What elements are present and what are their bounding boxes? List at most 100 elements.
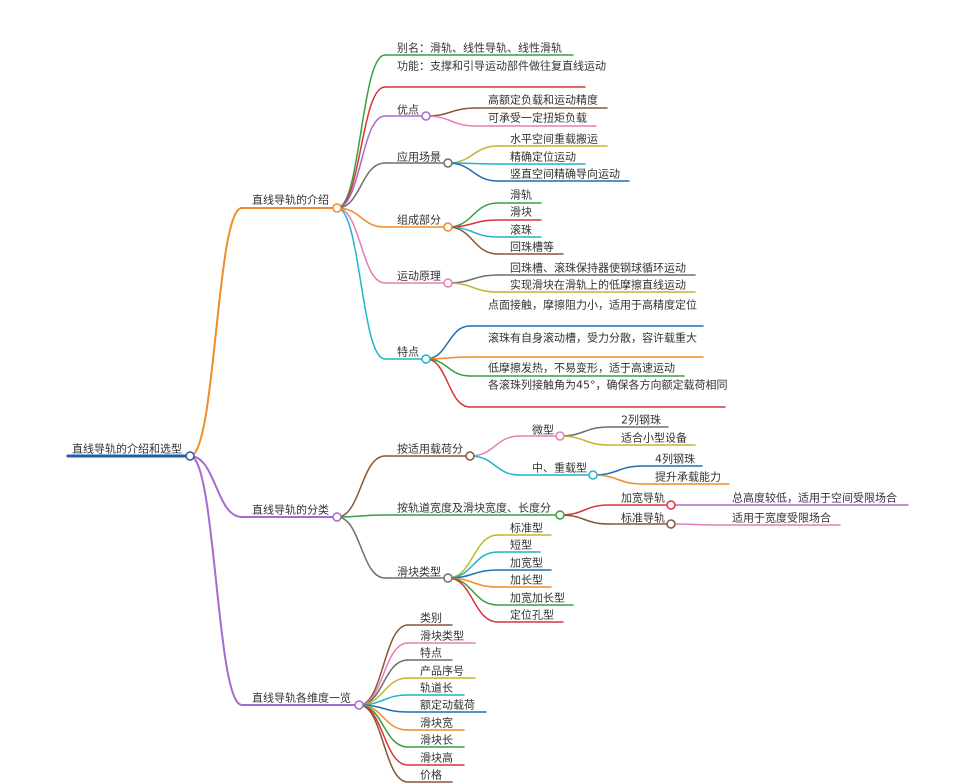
slider-locating-hole-label: 定位孔型: [510, 608, 554, 622]
wide-rail-note-label: 总高度较低，适用于空间受限场合: [732, 491, 897, 505]
class-wide-rail-label: 加宽导轨: [621, 491, 665, 505]
class-medium-heavy-label: 中、重载型: [532, 461, 587, 475]
class-standard-rail-collapse-dot: [666, 519, 676, 529]
component-rail-label: 滑轨: [510, 188, 532, 202]
scenario-horizontal-heavy-handling-connector: [447, 145, 499, 164]
intro-features-connector: [336, 207, 386, 360]
advantage-torque-load-connector: [425, 115, 477, 127]
feature-point-contact-connector: [425, 325, 471, 360]
intro-alias-connector: [336, 54, 386, 209]
intro-components-connector: [336, 207, 386, 228]
class-by-load-collapse-dot: [465, 451, 475, 461]
principle-ball-circulation-connector: [447, 274, 499, 284]
slider-short-label: 短型: [510, 538, 532, 552]
root-topic-label: 直线导轨的介绍和选型: [72, 442, 182, 456]
class-slider-types-label: 滑块类型: [397, 565, 441, 579]
intro-features-label: 特点: [397, 345, 419, 359]
heavy-four-ball-rows-connector: [592, 465, 644, 476]
dim-category-connector: [358, 624, 409, 706]
slider-wide-label: 加宽型: [510, 556, 543, 570]
class-by-width-length-connector: [336, 514, 386, 518]
dim-price-connector: [358, 704, 409, 783]
class-medium-heavy-collapse-dot: [588, 470, 598, 480]
class-by-width-length-label: 按轨道宽度及滑块宽度、长度分: [397, 501, 551, 515]
class-standard-rail-connector: [559, 514, 610, 525]
intro-application-scenarios-label: 应用场景: [397, 150, 441, 164]
class-by-width-length-collapse-dot: [555, 510, 565, 520]
principle-low-friction-motion-label: 实现滑块在滑轨上的低摩擦直线运动: [510, 278, 686, 292]
dim-slider-height-connector: [358, 704, 409, 766]
scenario-horizontal-heavy-handling-label: 水平空间重载搬运: [510, 132, 598, 146]
root-topic-collapse-dot: [185, 451, 195, 461]
branch-dimension-overview-label: 直线导轨各维度一览: [252, 691, 351, 705]
component-ball-return-groove-label: 回珠槽等: [510, 240, 554, 254]
connector-layer: [189, 54, 721, 783]
intro-function-label: 功能：支撑和引导运动部件做往复直线运动: [397, 59, 606, 73]
slider-long-label: 加长型: [510, 573, 543, 587]
dim-slider-length-label: 滑块长: [420, 734, 453, 747]
principle-low-friction-motion-connector: [447, 282, 499, 293]
intro-components-label: 组成部分: [397, 213, 441, 227]
underline-layer: [66, 54, 909, 783]
scenario-vertical-guidance-label: 竖直空间精确导向运动: [510, 167, 620, 181]
collapse-dot-layer: [185, 111, 676, 710]
component-slider-label: 滑块: [510, 206, 532, 219]
scenario-precise-positioning-label: 精确定位运动: [510, 150, 576, 164]
intro-advantages-collapse-dot: [421, 111, 431, 121]
class-miniature-connector: [469, 435, 521, 457]
standard-rail-note-connector: [670, 523, 721, 526]
branch-classification-connector: [189, 455, 243, 518]
intro-empty-topic-connector: [336, 86, 386, 209]
intro-working-principle-label: 运动原理: [397, 270, 441, 283]
branch-dimension-overview-connector: [189, 455, 243, 706]
standard-rail-note-label: 适用于宽度受限场合: [732, 511, 831, 525]
dim-features-label: 特点: [420, 646, 442, 660]
feature-45-degree-contact-label: 各滚珠列接触角为45°，确保各方向额定载荷相同: [488, 378, 728, 392]
feature-low-heat-label: 低摩擦发热，不易变形，适于高速运动: [488, 361, 675, 375]
dim-product-number-label: 产品序号: [420, 664, 464, 678]
slider-locating-hole-connector: [447, 577, 499, 623]
feature-point-contact-label: 点面接触，摩擦阻力小，适用于高精度定位: [488, 298, 697, 312]
dim-price-label: 价格: [420, 768, 442, 782]
intro-working-principle-connector: [336, 207, 386, 284]
miniature-small-equipment-label: 适合小型设备: [621, 431, 687, 445]
component-ball-return-groove-connector: [447, 226, 499, 255]
intro-features-collapse-dot: [421, 354, 431, 364]
dim-rail-length-label: 轨道长: [420, 681, 453, 695]
intro-advantages-connector: [336, 115, 386, 209]
intro-application-scenarios-connector: [336, 162, 386, 209]
branch-classification-label: 直线导轨的分类: [252, 503, 329, 517]
miniature-small-equipment-connector: [559, 435, 610, 446]
intro-application-scenarios-collapse-dot: [443, 158, 453, 168]
branch-dimension-overview-collapse-dot: [354, 700, 364, 710]
intro-alias-label: 别名：滑轨、线性导轨、线性滑轨: [397, 41, 562, 55]
branch-introduction-collapse-dot: [332, 203, 342, 213]
dim-rated-dynamic-load-label: 额定动载荷: [420, 698, 475, 712]
branch-introduction-connector: [189, 207, 243, 457]
heavy-load-capacity-connector: [592, 474, 644, 485]
class-by-load-label: 按适用载荷分: [397, 442, 463, 456]
heavy-load-capacity-label: 提升承载能力: [655, 470, 721, 484]
branch-introduction-label: 直线导轨的介绍: [252, 193, 329, 207]
dim-slider-type-label: 滑块类型: [420, 629, 464, 643]
component-slider-connector: [447, 219, 499, 228]
slider-standard-label: 标准型: [510, 521, 543, 535]
intro-components-collapse-dot: [443, 222, 453, 232]
feature-45-degree-contact-connector: [425, 358, 471, 408]
dim-slider-width-label: 滑块宽: [420, 716, 453, 730]
class-standard-rail-label: 标准导轨: [621, 511, 665, 525]
heavy-four-ball-rows-label: 4列钢珠: [655, 452, 695, 466]
class-miniature-collapse-dot: [555, 431, 565, 441]
class-medium-heavy-connector: [469, 455, 521, 476]
slider-wide-long-label: 加宽加长型: [510, 591, 565, 605]
class-wide-rail-collapse-dot: [666, 500, 676, 510]
advantage-high-load-precision-label: 高额定负载和运动精度: [488, 93, 598, 107]
intro-advantages-label: 优点: [397, 104, 419, 117]
class-wide-rail-connector: [559, 504, 610, 516]
scenario-vertical-guidance-connector: [447, 162, 499, 182]
intro-working-principle-collapse-dot: [443, 278, 453, 288]
miniature-two-ball-rows-connector: [559, 426, 610, 437]
dim-slider-height-label: 滑块高: [420, 751, 453, 765]
